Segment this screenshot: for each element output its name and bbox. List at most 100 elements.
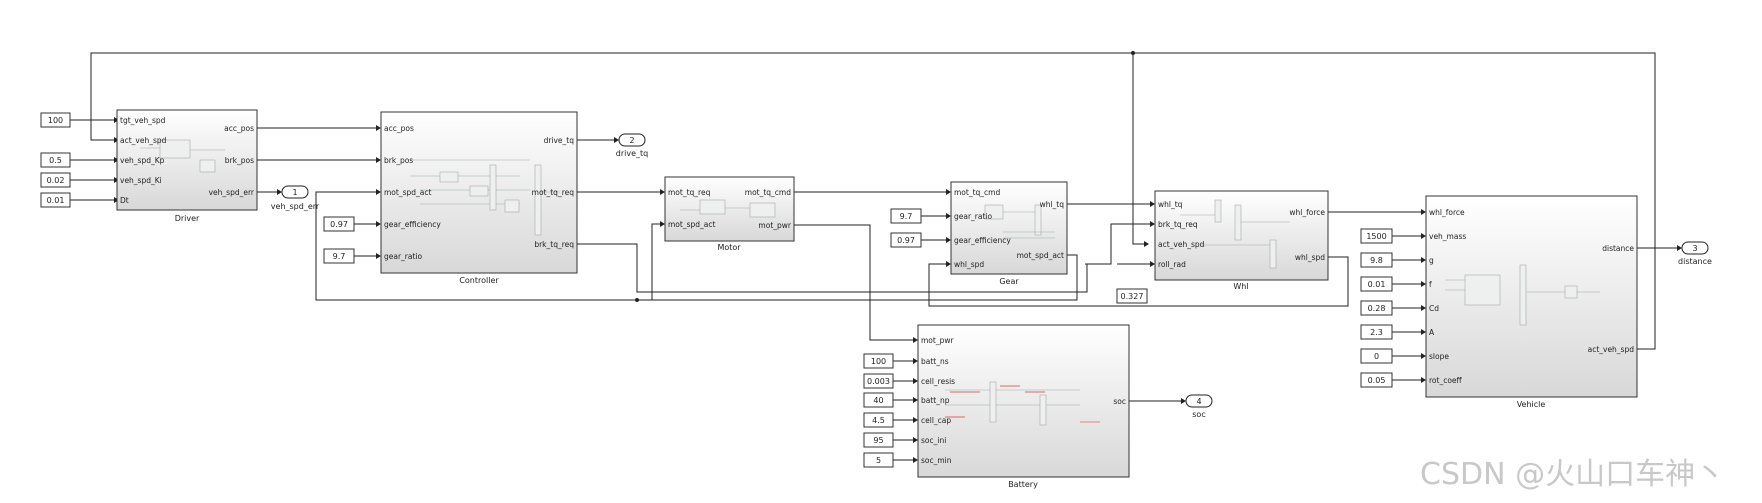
svg-text:100: 100: [48, 116, 63, 125]
svg-text:2: 2: [629, 136, 634, 145]
outport-3[interactable]: 3 distance: [1677, 241, 1712, 266]
constant-batt-np[interactable]: 40: [863, 392, 894, 408]
svg-text:0.28: 0.28: [1368, 304, 1386, 313]
svg-text:0.01: 0.01: [47, 196, 65, 205]
controller-label: Controller: [459, 276, 499, 285]
svg-text:5: 5: [876, 456, 881, 465]
constant-a[interactable]: 2.3: [1360, 324, 1393, 340]
constant-slope[interactable]: 0: [1360, 348, 1393, 364]
svg-text:Dt: Dt: [120, 196, 129, 205]
driver-label: Driver: [175, 214, 200, 223]
whl-label: Whl: [1233, 282, 1248, 291]
svg-text:distance: distance: [1602, 244, 1634, 253]
svg-text:whl_tq: whl_tq: [1158, 200, 1183, 209]
outport-1[interactable]: 1 veh_spd_err: [271, 185, 320, 211]
svg-text:0.327: 0.327: [1121, 292, 1144, 301]
svg-text:0.5: 0.5: [49, 156, 62, 165]
constant-dt[interactable]: 0.01: [40, 192, 71, 208]
svg-text:whl_tq: whl_tq: [1040, 200, 1065, 209]
svg-text:0.97: 0.97: [330, 220, 348, 229]
svg-text:9.7: 9.7: [333, 252, 346, 261]
constant-ctrl-gear-eff[interactable]: 0.97: [323, 216, 355, 232]
vehicle-inner-art: [1445, 264, 1600, 326]
svg-text:veh_spd_err: veh_spd_err: [209, 188, 255, 197]
svg-text:mot_spd_act: mot_spd_act: [384, 188, 431, 197]
constant-tgt-veh-spd[interactable]: 100: [40, 112, 71, 128]
svg-text:0.01: 0.01: [1368, 280, 1386, 289]
svg-text:cell_cap: cell_cap: [921, 416, 951, 425]
svg-text:A: A: [1429, 328, 1435, 337]
motor-block[interactable]: mot_tq_req mot_spd_act mot_tq_cmd mot_pw…: [664, 176, 795, 252]
svg-text:95: 95: [873, 436, 883, 445]
svg-text:mot_pwr: mot_pwr: [758, 221, 791, 230]
svg-text:whl_spd: whl_spd: [954, 260, 984, 269]
constant-roll-rad[interactable]: 0.327: [1116, 288, 1148, 304]
constant-f[interactable]: 0.01: [1360, 276, 1393, 292]
signal-lines: [70, 51, 1680, 461]
vehicle-block[interactable]: whl_force veh_mass g f Cd A slope rot_co…: [1425, 195, 1638, 409]
svg-text:gear_efficiency: gear_efficiency: [384, 220, 441, 229]
svg-text:4: 4: [1196, 397, 1201, 406]
constant-cd[interactable]: 0.28: [1360, 300, 1393, 316]
svg-text:drive_tq: drive_tq: [544, 136, 575, 145]
svg-text:0.003: 0.003: [867, 377, 890, 386]
outport-2[interactable]: 2 drive_tq: [614, 133, 648, 158]
constant-batt-ns[interactable]: 100: [863, 353, 894, 369]
gear-label: Gear: [999, 277, 1019, 286]
gear-block[interactable]: mot_tq_cmd gear_ratio gear_efficiency wh…: [950, 181, 1068, 286]
svg-text:f: f: [1429, 280, 1432, 289]
controller-block[interactable]: acc_pos brk_pos mot_spd_act gear_efficie…: [380, 111, 578, 285]
constant-kp[interactable]: 0.5: [40, 152, 71, 168]
svg-text:acc_pos: acc_pos: [224, 124, 254, 133]
constant-gear-eff[interactable]: 0.97: [890, 232, 922, 248]
constant-soc-min[interactable]: 5: [863, 452, 894, 468]
constant-gear-ratio[interactable]: 9.7: [890, 208, 922, 224]
gear-inner-art: [984, 204, 1055, 239]
svg-text:100: 100: [871, 357, 886, 366]
svg-text:mot_tq_cmd: mot_tq_cmd: [954, 188, 1000, 197]
constant-ki[interactable]: 0.02: [40, 172, 71, 188]
svg-text:mot_spd_act: mot_spd_act: [668, 220, 715, 229]
svg-text:whl_spd: whl_spd: [1295, 253, 1325, 262]
svg-text:brk_tq_req: brk_tq_req: [1158, 220, 1198, 229]
constant-ctrl-gear-ratio[interactable]: 9.7: [323, 248, 355, 264]
watermark: CSDN @火山口车神丶: [1420, 457, 1725, 492]
constant-cell-cap[interactable]: 4.5: [863, 412, 894, 428]
constant-cell-resis[interactable]: 0.003: [863, 373, 894, 389]
driver-block[interactable]: tgt_veh_spd act_veh_spd veh_spd_Kp veh_s…: [116, 109, 258, 223]
motor-label: Motor: [717, 243, 741, 252]
motor-inner-art: [680, 199, 776, 218]
controller-inner-art: [410, 159, 560, 236]
constant-veh-mass[interactable]: 1500: [1360, 228, 1393, 244]
svg-text:40: 40: [873, 396, 883, 405]
constant-soc-ini[interactable]: 95: [863, 432, 894, 448]
svg-text:distance: distance: [1678, 257, 1712, 266]
svg-text:drive_tq: drive_tq: [616, 149, 648, 158]
svg-text:brk_tq_req: brk_tq_req: [534, 240, 574, 249]
svg-text:mot_tq_req: mot_tq_req: [532, 188, 575, 197]
svg-text:veh_spd_Kp: veh_spd_Kp: [120, 156, 165, 165]
battery-block[interactable]: mot_pwr batt_ns cell_resis batt_np cell_…: [917, 324, 1130, 489]
svg-text:act_veh_spd: act_veh_spd: [1158, 240, 1205, 249]
outport-4[interactable]: 4 soc: [1181, 394, 1213, 419]
svg-text:1500: 1500: [1366, 232, 1386, 241]
svg-text:tgt_veh_spd: tgt_veh_spd: [120, 116, 166, 125]
arrowheads: [114, 117, 1426, 463]
whl-block[interactable]: whl_tq brk_tq_req act_veh_spd roll_rad w…: [1154, 190, 1329, 291]
svg-text:mot_spd_act: mot_spd_act: [1017, 251, 1064, 260]
svg-text:0.02: 0.02: [47, 176, 65, 185]
svg-text:soc: soc: [1192, 410, 1205, 419]
vehicle-label: Vehicle: [1517, 400, 1546, 409]
svg-text:gear_ratio: gear_ratio: [384, 252, 423, 261]
svg-text:brk_pos: brk_pos: [225, 156, 254, 165]
svg-text:2.3: 2.3: [1370, 328, 1383, 337]
constant-g[interactable]: 9.8: [1360, 252, 1393, 268]
svg-text:mot_tq_cmd: mot_tq_cmd: [745, 188, 791, 197]
svg-text:0: 0: [1374, 352, 1379, 361]
constant-rot-coeff[interactable]: 0.05: [1360, 372, 1393, 388]
svg-text:9.8: 9.8: [1370, 256, 1383, 265]
constant-blocks: 100 0.5 0.02 0.01 0.97 9.7 9.7 0.97 0.32…: [40, 112, 1393, 468]
svg-text:roll_rad: roll_rad: [1158, 260, 1186, 269]
svg-text:acc_pos: acc_pos: [384, 124, 414, 133]
